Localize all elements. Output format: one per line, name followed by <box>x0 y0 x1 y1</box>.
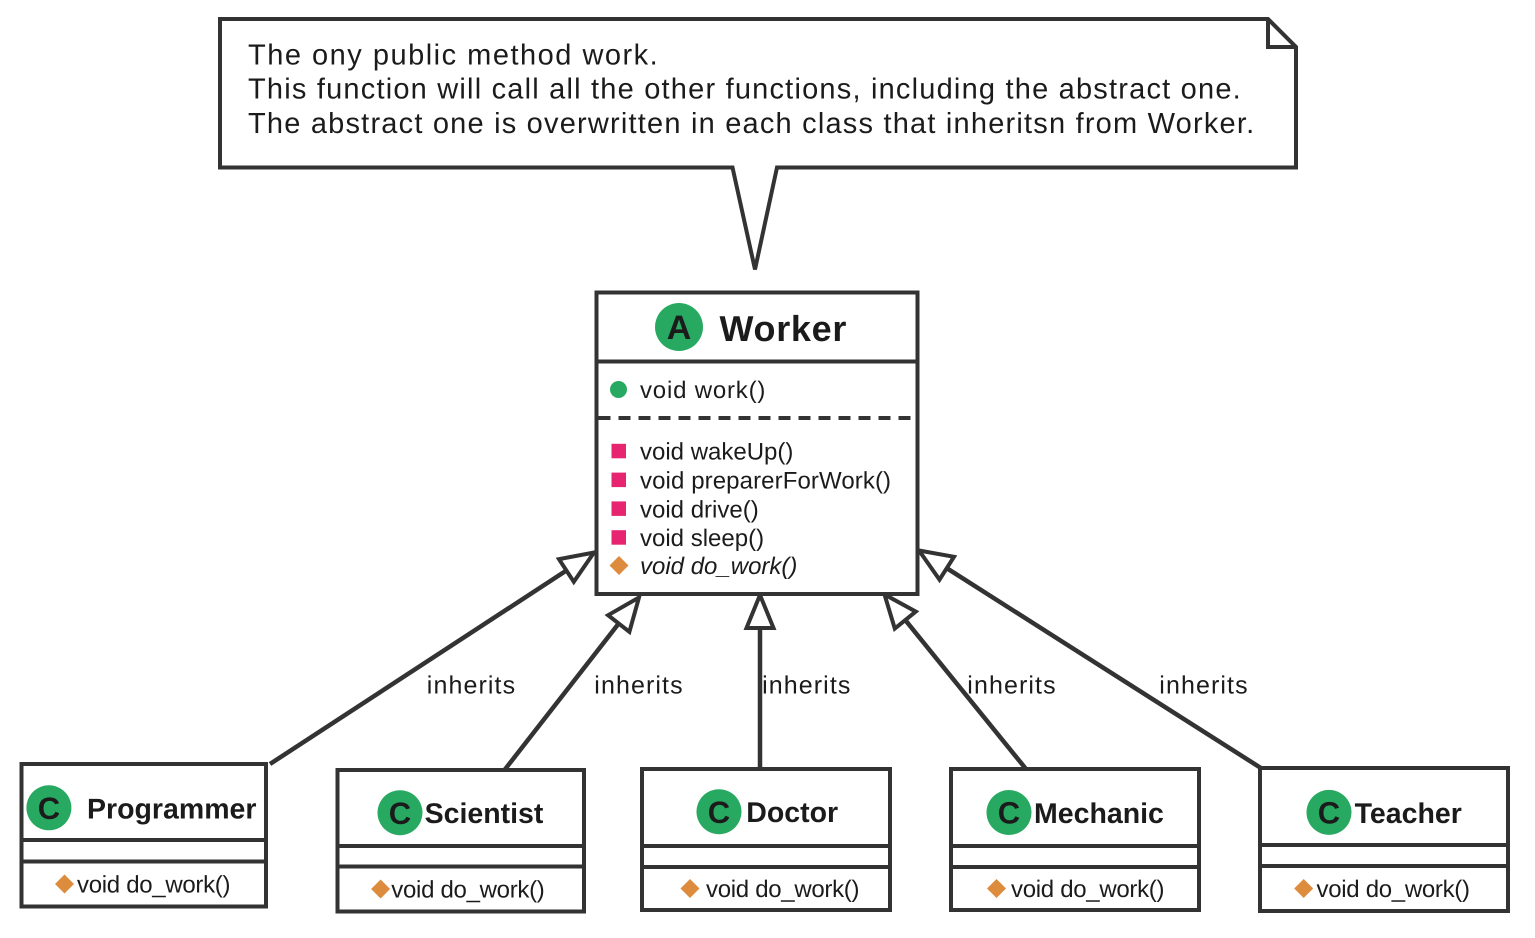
svg-text:void do_work(): void do_work() <box>640 553 797 580</box>
svg-text:C: C <box>38 791 60 826</box>
svg-text:void work(): void work() <box>640 377 766 404</box>
svg-text:inherits: inherits <box>594 672 683 700</box>
svg-text:This function will call all th: This function will call all the other fu… <box>248 74 1242 106</box>
svg-text:inherits: inherits <box>1159 672 1248 700</box>
svg-text:inherits: inherits <box>762 672 851 700</box>
svg-text:void do_work(): void do_work() <box>77 872 230 899</box>
svg-text:Worker: Worker <box>720 308 848 349</box>
svg-text:A: A <box>667 309 692 347</box>
svg-text:void sleep(): void sleep() <box>640 525 764 552</box>
svg-text:Scientist: Scientist <box>425 798 544 830</box>
svg-text:inherits: inherits <box>427 672 516 700</box>
svg-text:void do_work(): void do_work() <box>1317 876 1470 903</box>
svg-text:Teacher: Teacher <box>1355 798 1462 830</box>
svg-text:C: C <box>389 796 411 831</box>
svg-text:Doctor: Doctor <box>746 797 838 829</box>
svg-text:void do_work(): void do_work() <box>391 877 544 904</box>
svg-text:void wakeUp(): void wakeUp() <box>640 439 793 466</box>
svg-text:C: C <box>998 796 1020 831</box>
svg-text:C: C <box>1318 796 1340 831</box>
svg-text:Programmer: Programmer <box>87 793 256 825</box>
svg-text:Mechanic: Mechanic <box>1034 798 1164 830</box>
svg-text:void preparerForWork(): void preparerForWork() <box>640 468 891 495</box>
svg-text:void do_work(): void do_work() <box>1011 876 1164 903</box>
svg-text:void do_work(): void do_work() <box>706 876 859 903</box>
svg-text:void drive(): void drive() <box>640 496 759 523</box>
svg-text:inherits: inherits <box>967 672 1056 700</box>
svg-text:The ony public method work.: The ony public method work. <box>248 40 659 72</box>
svg-text:The abstract one is overwritte: The abstract one is overwritten in each … <box>248 108 1255 140</box>
svg-text:C: C <box>708 795 730 830</box>
